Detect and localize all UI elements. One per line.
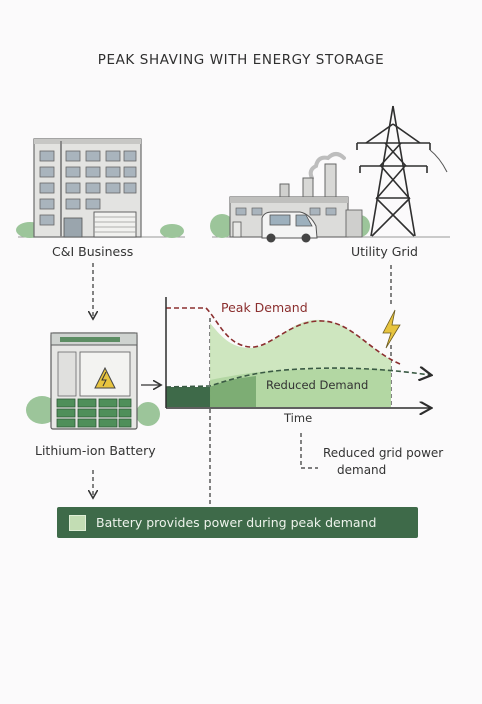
reduced-demand-line <box>165 368 430 388</box>
reduced-grid-label: Reduced grid power <box>323 446 444 460</box>
reduced-grid-label-2: demand <box>337 463 387 477</box>
business-label: C&I Business <box>52 244 134 259</box>
legend-text: Battery provides power during peak deman… <box>96 515 377 530</box>
factory-icon <box>210 152 370 243</box>
reduced-demand-label: Reduced Demand <box>266 378 369 392</box>
transmission-tower-icon <box>356 105 448 237</box>
reduced-grid-connector <box>300 433 318 469</box>
grid-label: Utility Grid <box>351 244 418 259</box>
grid-supply-area-2 <box>210 376 256 407</box>
grid-supply-area <box>166 387 210 407</box>
demand-chart <box>165 297 430 408</box>
battery-cabinet-icon <box>26 332 160 430</box>
peak-demand-label: Peak Demand <box>221 300 308 315</box>
x-axis-label: Time <box>284 411 313 425</box>
peak-demand-line <box>166 307 401 365</box>
office-building-icon <box>16 138 184 238</box>
diagram-title: PEAK SHAVING WITH ENERGY STORAGE <box>97 52 385 68</box>
lightning-icon <box>382 309 401 349</box>
battery-label: Lithium-ion Battery <box>35 443 156 458</box>
legend-bar: Battery provides power during peak deman… <box>57 507 418 538</box>
legend-swatch <box>69 515 86 531</box>
